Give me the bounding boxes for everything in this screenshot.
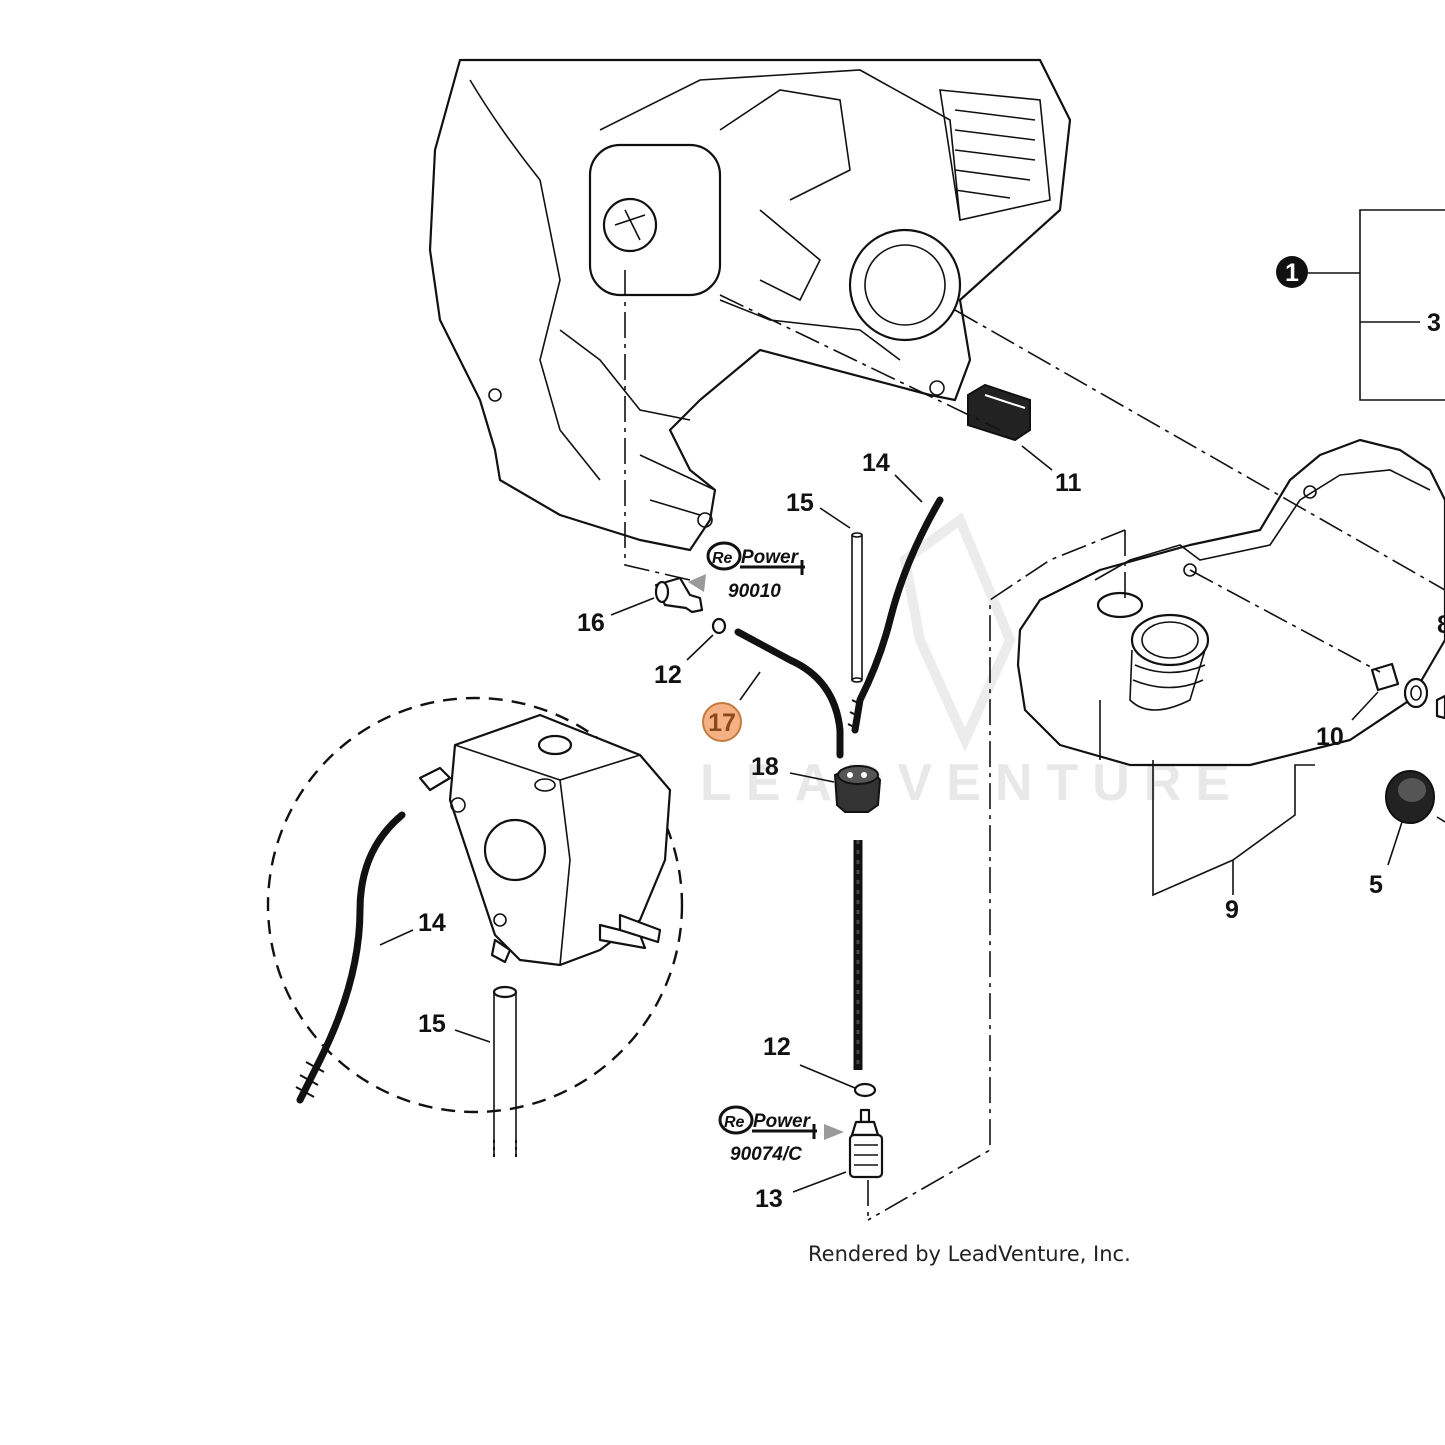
callout-12-lower[interactable]: 12 (763, 1033, 791, 1061)
callout-11[interactable]: 11 (1055, 469, 1082, 497)
callout-1-marker[interactable] (1276, 256, 1308, 288)
render-caption: Rendered by LeadVenture, Inc. (808, 1242, 1131, 1266)
part-15-tube (851, 532, 863, 683)
assembly-bracket (1308, 209, 1445, 401)
repower-badge-1: Re Power 90010 (688, 541, 805, 602)
callout-16[interactable]: 16 (577, 609, 605, 637)
callout-17[interactable]: 17 (708, 709, 736, 737)
callout-17-highlight[interactable] (702, 702, 742, 742)
callout-10[interactable]: 10 (1316, 723, 1344, 751)
part-9-fuel-tank (1016, 438, 1445, 767)
repower-badge-1-code: 90010 (728, 581, 781, 602)
callout-18[interactable]: 18 (751, 753, 779, 781)
callout-labels: 1 3 5 8 9 10 11 12 12 13 14 14 15 15 16 … (418, 259, 1445, 1213)
callout-8[interactable]: 8 (1437, 611, 1445, 639)
callout-14-main[interactable]: 14 (862, 449, 890, 477)
repower-badge-1-prefix: Re (712, 550, 733, 567)
detail-tube-15 (492, 985, 518, 1158)
part-17-hose (734, 628, 844, 759)
detail-hose-14 (295, 811, 406, 1104)
phantom-lines (624, 270, 1445, 1221)
repower-badge-2-suffix: Power (753, 1111, 812, 1132)
part-18-grommet (833, 765, 882, 813)
callout-15-main[interactable]: 15 (786, 489, 814, 517)
callout-1[interactable]: 1 (1285, 259, 1299, 287)
part-11-rubber-block (967, 383, 1031, 442)
carburetor-detail (418, 713, 672, 967)
part-5-cap (1385, 770, 1435, 824)
part-10-bushing (1370, 662, 1400, 692)
part-8-washer (1403, 677, 1445, 720)
repower-badge-2-prefix: Re (724, 1114, 745, 1131)
part-12-o-ring-lower (853, 1082, 877, 1098)
callout-13[interactable]: 13 (755, 1185, 783, 1213)
callout-9[interactable]: 9 (1225, 896, 1239, 924)
callout-3[interactable]: 3 (1427, 309, 1441, 337)
part-13-fuel-filter (848, 1108, 884, 1179)
callout-15-detail[interactable]: 15 (418, 1010, 446, 1038)
repower-badge-2: Re Power 90074/C (718, 1105, 844, 1165)
leader-lines (379, 445, 1445, 1193)
repower-badge-2-code: 90074/C (730, 1144, 802, 1165)
part-12-o-ring-upper (711, 617, 727, 635)
repower-badge-1-suffix: Power (741, 547, 800, 568)
part-14-hose (847, 496, 944, 734)
engine-housing (428, 58, 1072, 552)
detail-circle (266, 696, 684, 1114)
callout-14-detail[interactable]: 14 (418, 909, 446, 937)
part-16-fitting (654, 576, 704, 614)
callout-5[interactable]: 5 (1369, 871, 1383, 899)
callout-12-upper[interactable]: 12 (654, 661, 682, 689)
